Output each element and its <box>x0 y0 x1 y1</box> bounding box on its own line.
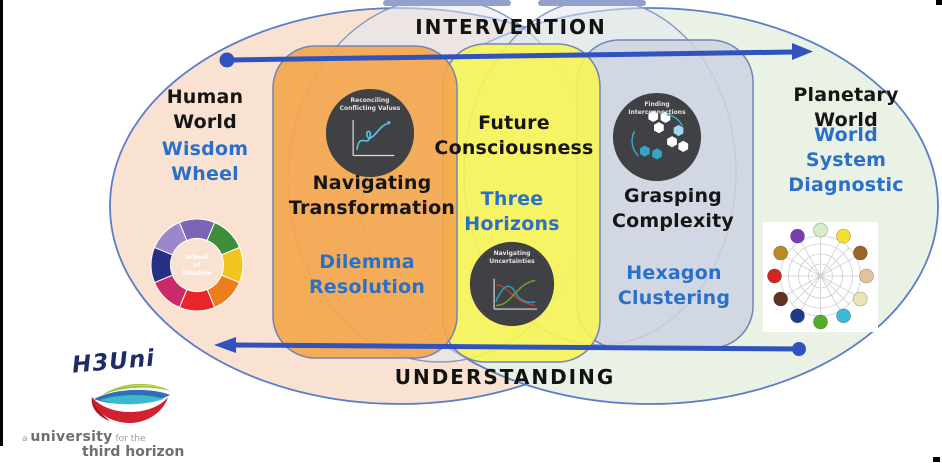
dilemma-resolution-label: Dilemma Resolution <box>308 251 426 298</box>
intervention-label: INTERVENTION <box>415 15 607 39</box>
h3uni-wordmark: H3Uni <box>71 345 157 379</box>
grasping-complexity-label: Grasping Complexity <box>611 185 735 232</box>
diagnostic-web <box>780 235 861 317</box>
logo-tagline-line2: third horizon <box>82 444 185 460</box>
lens-top-band-right <box>538 0 646 6</box>
left-edge-mark <box>0 0 3 446</box>
world-system-diagnostic-label: World System Diagnostic <box>788 124 904 196</box>
understanding-arrow <box>214 337 806 356</box>
tagline-middle: for the <box>112 434 146 444</box>
diagnostic-balls <box>767 222 874 330</box>
navigating-transformation-label: Navigating Transformation <box>288 172 456 219</box>
navigating-uncertainties-icon: Navigating Uncertainties <box>469 241 555 327</box>
h3uni-logo: H3Uni a university for the third horizon <box>10 345 240 463</box>
reconciling-conflicting-values-icon: Reconciling Conflicting Values <box>325 88 415 178</box>
top-right-mark <box>936 0 942 5</box>
wisdom-wheel-svg <box>150 218 244 312</box>
logo-tagline-line1: a university for the <box>22 429 145 445</box>
wisdom-wheel-label: Wisdom Wheel <box>161 138 249 185</box>
tagline-prefix: a <box>22 434 31 444</box>
world-system-diagnostic-graphic <box>763 222 878 332</box>
understanding-label: UNDERSTANDING <box>394 365 616 389</box>
human-world-label: Human World <box>166 86 244 133</box>
hexagon-clustering-label: Hexagon Clustering <box>617 262 731 309</box>
lens-top-band-left <box>383 0 511 6</box>
hexagon-cluster <box>639 110 689 160</box>
future-consciousness-label: Future Consciousness <box>434 112 594 159</box>
h3uni-bowl-icon <box>91 383 170 423</box>
tagline-university: university <box>30 429 113 445</box>
wisdom-wheel-center-label: Wheel of Wisdom <box>182 253 212 277</box>
finding-interconnections-icon: Finding Interconnections <box>612 92 702 182</box>
planetary-world-label: Planetary World <box>793 84 899 131</box>
bottom-right-mark <box>933 457 940 462</box>
wisdom-wheel-graphic: Wheel of Wisdom <box>150 218 244 312</box>
diagnostic-svg <box>763 222 878 332</box>
three-horizons-label: Three Horizons <box>464 188 560 235</box>
intervention-arrow <box>219 43 813 68</box>
